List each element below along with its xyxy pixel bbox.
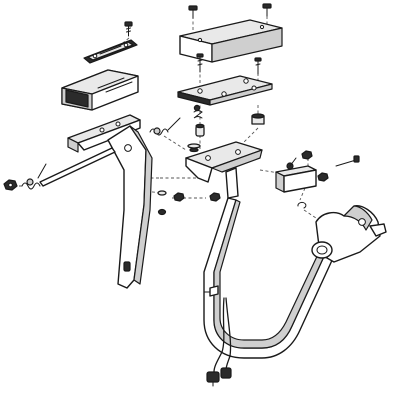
washer-stack: [187, 143, 201, 153]
screw-cover-left: [188, 5, 198, 19]
pivot-rod: [39, 147, 116, 187]
bolt-head-right: [251, 113, 265, 125]
nut-center-c: [209, 192, 221, 202]
screw-base-left: [196, 53, 204, 73]
clip-ring: [297, 201, 307, 209]
pedal-pad: [61, 69, 139, 111]
nut-right-mid: [317, 172, 329, 182]
screw-base-right: [254, 57, 262, 75]
switch-base-plate: [177, 75, 273, 106]
wire-harness-connector: [206, 297, 232, 387]
switch-cover: [179, 19, 283, 63]
pedal-arm: [107, 125, 153, 289]
pedal-pad-plate: [83, 39, 138, 64]
switch-bracket-plate: [185, 141, 263, 199]
spring-small: [193, 104, 203, 119]
nut-center-a: [173, 192, 185, 202]
spacer-bushing: [195, 123, 205, 137]
frame-bracket-end: [311, 205, 387, 263]
nut-left: [3, 179, 18, 191]
switch-screw: [335, 155, 360, 167]
screw-top-left: [124, 21, 133, 37]
nut-right-top: [301, 150, 313, 160]
mount-bracket: [67, 114, 141, 153]
screw-cover-right: [262, 3, 272, 17]
spring-left: [21, 163, 47, 190]
spring-arm: [149, 117, 181, 136]
nut-center-b: [157, 190, 167, 216]
limit-switch: [275, 157, 317, 193]
